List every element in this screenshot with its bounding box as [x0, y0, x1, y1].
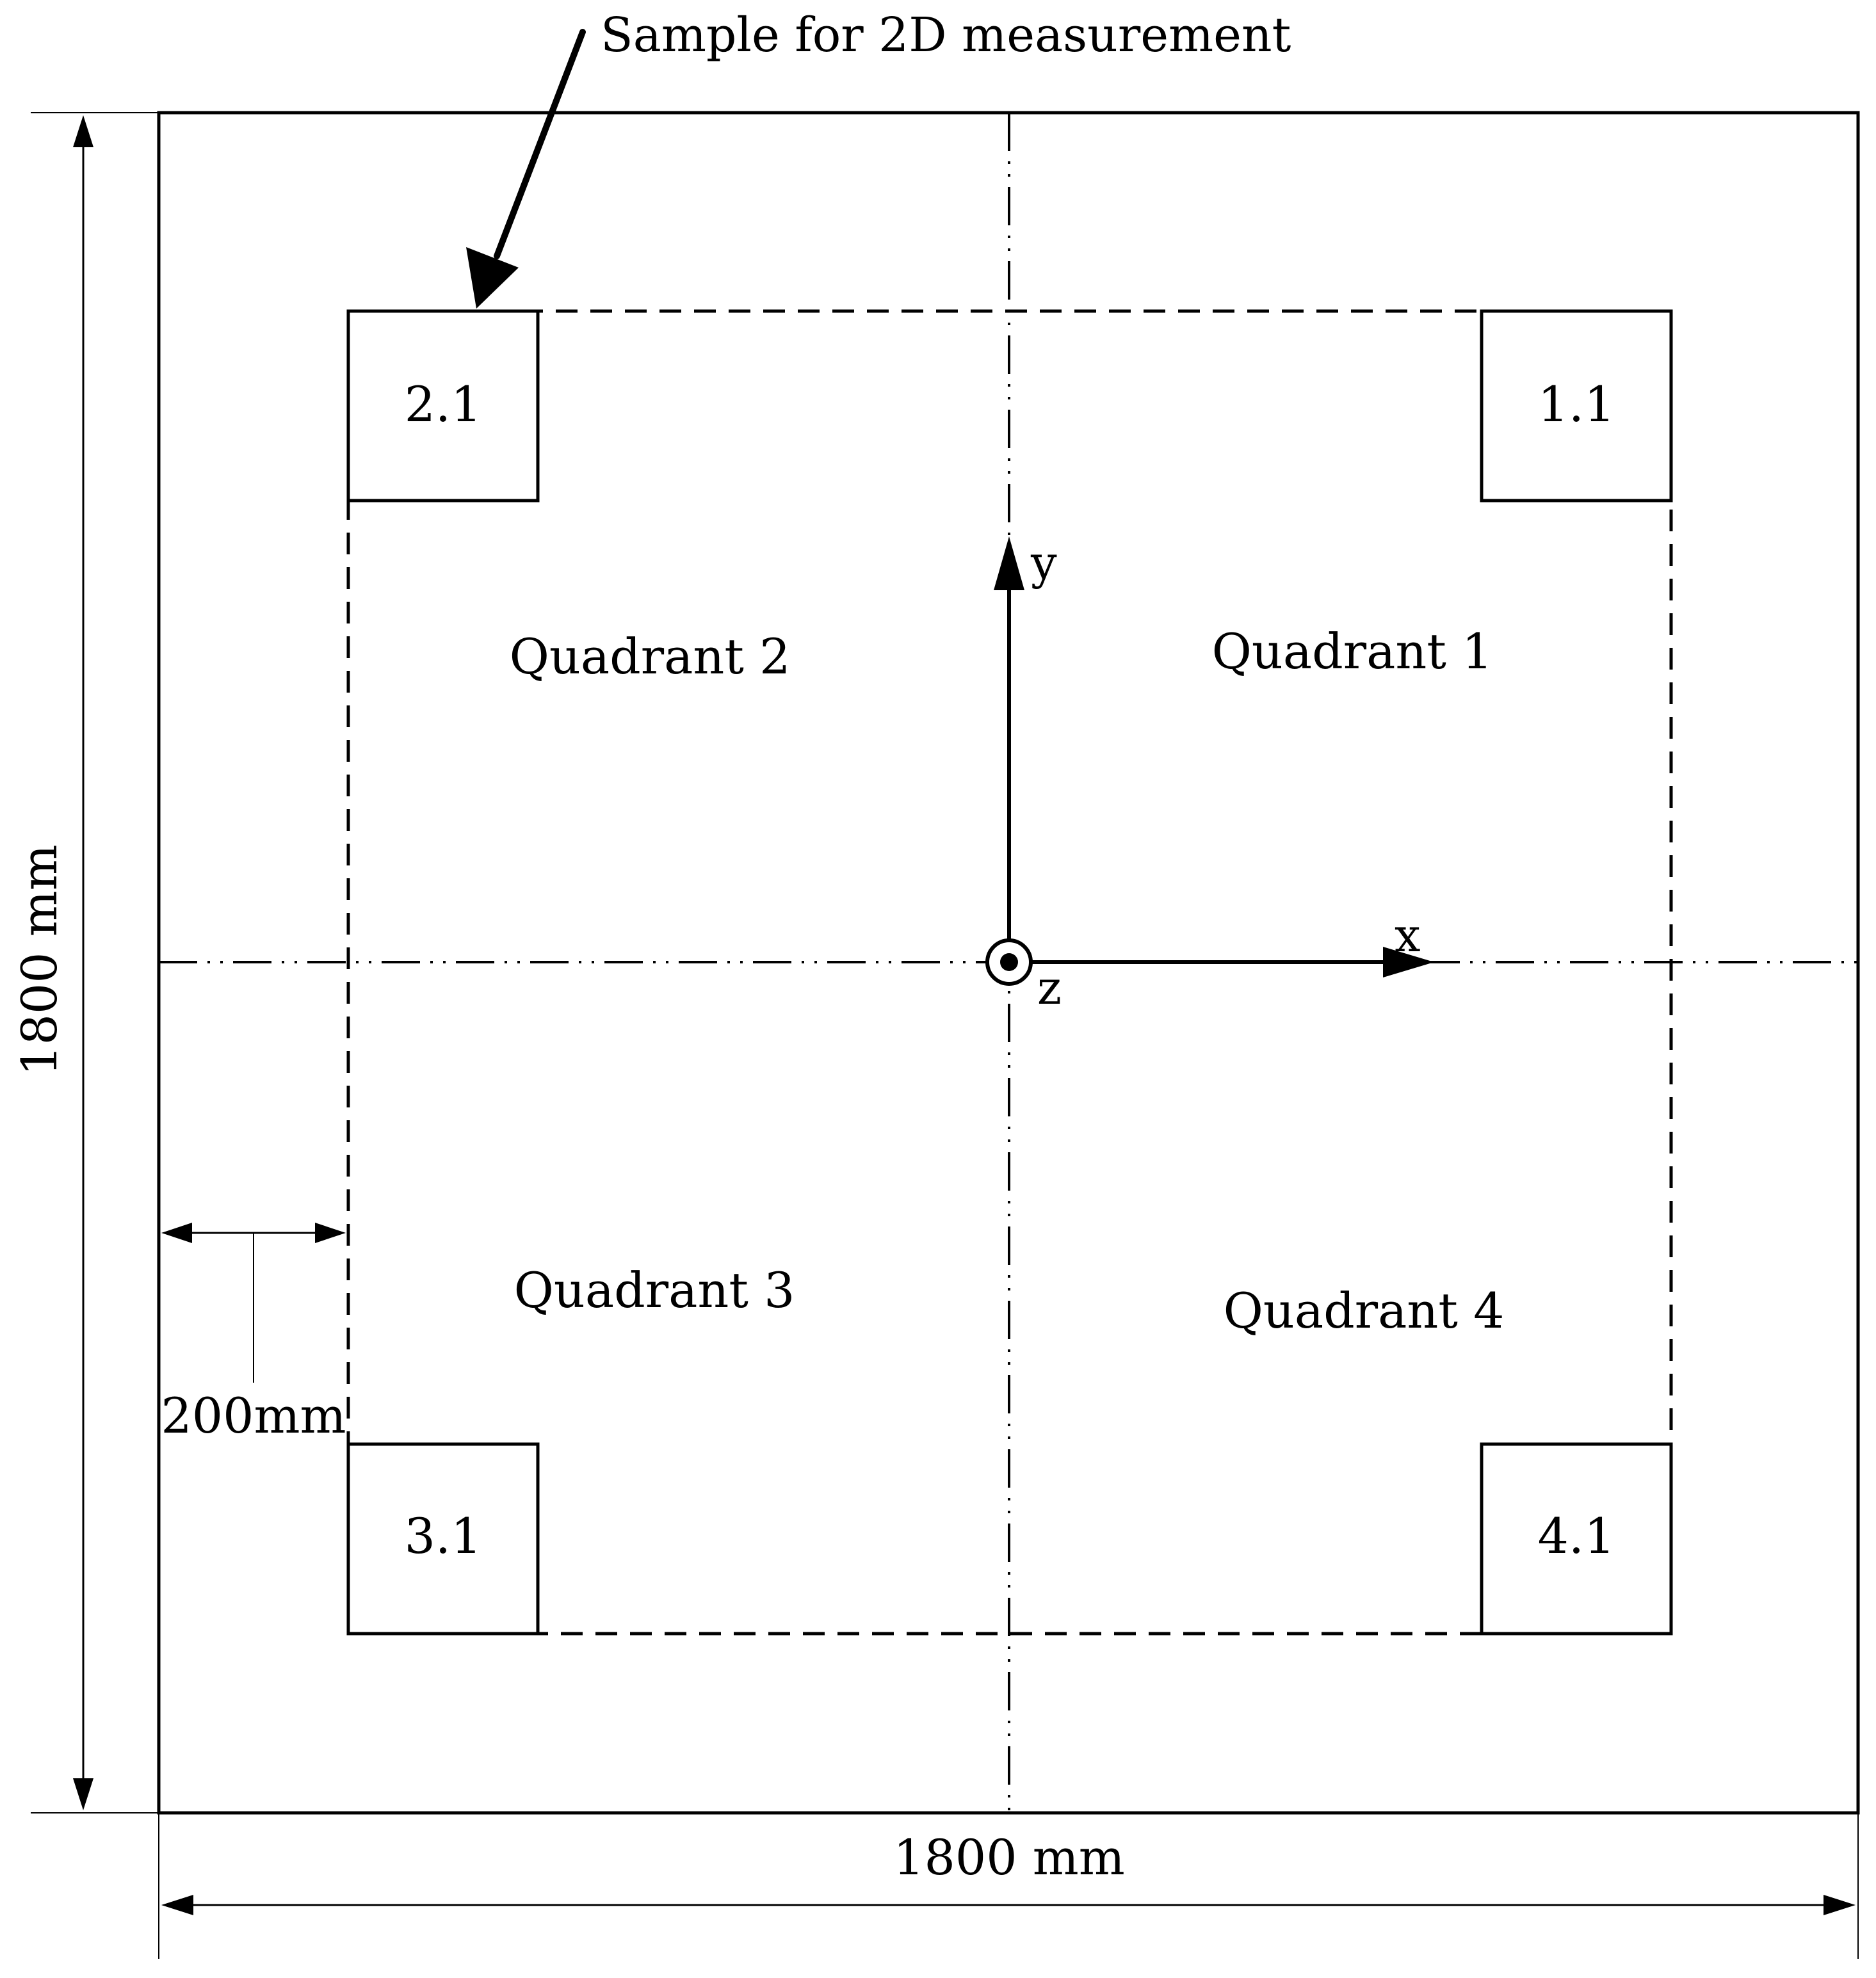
z-axis-label: z: [1037, 961, 1062, 1015]
sample-4-1-label: 4.1: [1538, 1508, 1615, 1564]
sample-pointer-arrow: [466, 29, 586, 309]
sample-4-1: 4.1: [1480, 1442, 1673, 1636]
quadrant-1-label: Quadrant 1: [1212, 623, 1493, 680]
sample-3-1: 3.1: [346, 1442, 540, 1636]
height-dimension-label: 1800 mm: [11, 844, 68, 1076]
sample-2-1-label: 2.1: [405, 376, 482, 433]
sample-2-1: 2.1: [346, 309, 540, 503]
height-dimension: [31, 112, 159, 1813]
y-axis-arrow: [994, 536, 1024, 949]
x-axis-label: x: [1395, 908, 1421, 962]
width-dimension: [158, 1813, 1859, 1959]
y-axis-label: y: [1030, 536, 1057, 590]
sample-1-1-label: 1.1: [1538, 376, 1615, 433]
sample-annotation: Sample for 2D measurement: [601, 8, 1291, 63]
offset-dimension-label: 200mm: [161, 1387, 346, 1444]
width-dimension-label: 1800 mm: [893, 1829, 1125, 1886]
x-axis-arrow: [1032, 947, 1434, 977]
quadrant-4-label: Quadrant 4: [1224, 1282, 1505, 1339]
quadrant-2-label: Quadrant 2: [510, 628, 791, 685]
quadrant-3-label: Quadrant 3: [514, 1262, 795, 1319]
z-axis-symbol: [985, 938, 1033, 986]
offset-dimension: [161, 1223, 346, 1383]
sample-1-1: 1.1: [1480, 309, 1673, 503]
measurement-region: [346, 309, 1673, 1636]
sample-3-1-label: 3.1: [405, 1508, 482, 1564]
